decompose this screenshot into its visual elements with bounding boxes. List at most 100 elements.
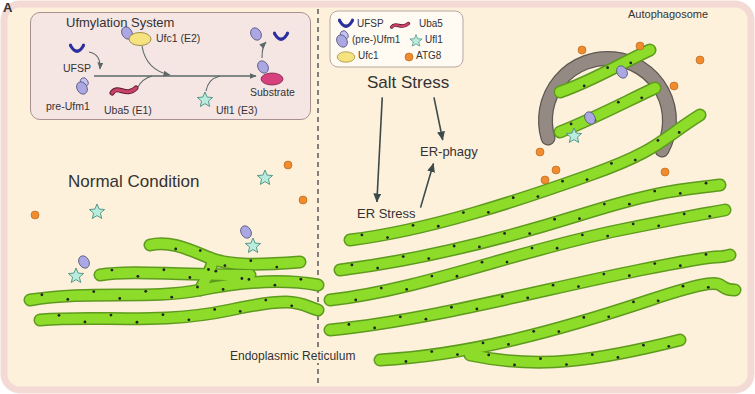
ribosome-dot [213, 308, 216, 311]
ribosome-dot [376, 267, 379, 270]
ribosome-dot [354, 299, 357, 302]
connector-arrow [421, 164, 434, 208]
ribosome-dot [118, 297, 121, 300]
ribosome-dot [430, 275, 433, 278]
stress-label-node: ER-phagy [418, 143, 480, 161]
ribosome-dot [557, 330, 560, 333]
ribosome-dot [453, 245, 456, 248]
ribosome-dot [196, 286, 199, 289]
ribosome-dot [628, 203, 631, 206]
ribosome-dot [214, 270, 217, 273]
ribosome-dot [275, 266, 278, 269]
ribosome-dot [136, 321, 139, 324]
ribosome-dot [482, 341, 485, 344]
ufmylation-illustration-part [273, 31, 289, 41]
ribosome-dot [526, 296, 529, 299]
ribosome-dot [603, 203, 606, 206]
normal-proteins-part [89, 204, 104, 218]
panel-letter: A [3, 0, 12, 16]
ribosome-dot [487, 354, 490, 357]
ribosome-dot [170, 296, 173, 299]
connector-arrow [377, 97, 382, 202]
normal-proteins-part [299, 196, 307, 204]
ribosome-dot [373, 326, 376, 329]
ribosome-dot [299, 278, 302, 281]
ribosome-dot [634, 159, 637, 162]
stress-proteins-part [696, 56, 704, 64]
ribosome-dot [679, 264, 682, 267]
protein-label: UFSP [63, 62, 91, 75]
ribosome-dot [653, 262, 656, 265]
ribosome-dot [683, 213, 686, 216]
ribosome-dot [586, 178, 589, 181]
stress-proteins-part [670, 82, 678, 90]
ribosome-dot [602, 273, 605, 276]
legend-text: (pre-)Ufm1 [352, 34, 400, 46]
ribosome-dot [610, 162, 613, 165]
organelle-label: Endoplasmic Reticulum [228, 349, 357, 363]
stress-label-node: ER Stress [355, 205, 418, 223]
ribosome-dot [380, 287, 383, 290]
ribosome-dot [552, 284, 555, 287]
ufmylation-illustration-part [94, 75, 256, 76]
ribosome-dot [679, 192, 682, 195]
connector-arrow [434, 97, 443, 140]
ribosome-dot [66, 298, 69, 301]
ribosome-dot [402, 255, 405, 258]
stress-proteins-part [582, 110, 597, 126]
ribosome-dot [582, 316, 585, 319]
ribosome-dot [678, 131, 681, 134]
normal-proteins [31, 161, 307, 282]
ribosome-dot [347, 323, 350, 326]
stress-proteins-part [661, 168, 669, 176]
stress-proteins-part [578, 46, 586, 54]
ribosome-dot [537, 195, 540, 198]
ribosome-dot [642, 344, 645, 347]
ribosome-dot [606, 235, 609, 238]
legend-icons-part [405, 53, 413, 61]
ribosome-dot [640, 96, 643, 99]
ribosome-dot [570, 123, 573, 126]
ribosome-dot [561, 180, 564, 183]
ribosome-dot [667, 345, 670, 348]
ribosome-dot [578, 217, 581, 220]
protein-label: Ufl1 (E3) [216, 104, 257, 117]
ribosome-dot [475, 308, 478, 311]
ribosome-dot [628, 274, 631, 277]
ribosome-dot [553, 218, 556, 221]
ufmylation-illustration-part [129, 33, 151, 46]
ribosome-dot [539, 357, 542, 360]
organelle-label: Autophagosome [628, 8, 708, 21]
ribosome-dot [162, 268, 165, 271]
ribosome-dot [144, 290, 147, 293]
ribosome-dot [264, 299, 267, 302]
ufmylation-illustration-part [112, 88, 136, 93]
ribosome-dot [591, 353, 594, 356]
ribosome-dot [427, 257, 430, 260]
ribosome-dot [386, 236, 389, 239]
ribosome-dot [478, 246, 481, 249]
ribosome-dot [412, 224, 415, 227]
stress-proteins-part [552, 166, 560, 174]
ufmylation-illustration-part [138, 76, 152, 87]
cell-body [4, 4, 751, 390]
node-text: ER Stress [357, 206, 416, 222]
stress-proteins-part [541, 176, 549, 184]
normal-proteins-part [245, 238, 260, 252]
ribosome-dot [617, 101, 620, 104]
ribosome-dot [136, 275, 139, 278]
ribosome-dot [58, 314, 61, 317]
legend-icons-part [337, 52, 355, 62]
stress-proteins-part [614, 64, 629, 80]
ufmylation-illustration-part [206, 76, 220, 91]
legend-icons-part [334, 29, 349, 49]
ribosome-dot [40, 293, 43, 296]
node-text: ER-phagy [420, 144, 478, 160]
ufmylation-illustration-part [261, 73, 283, 85]
ribosome-dot [481, 261, 484, 264]
legend-text: UFSP [357, 18, 384, 30]
legend-box [330, 11, 463, 67]
ribosome-dot [290, 304, 293, 307]
ribosome-dot [162, 313, 165, 316]
